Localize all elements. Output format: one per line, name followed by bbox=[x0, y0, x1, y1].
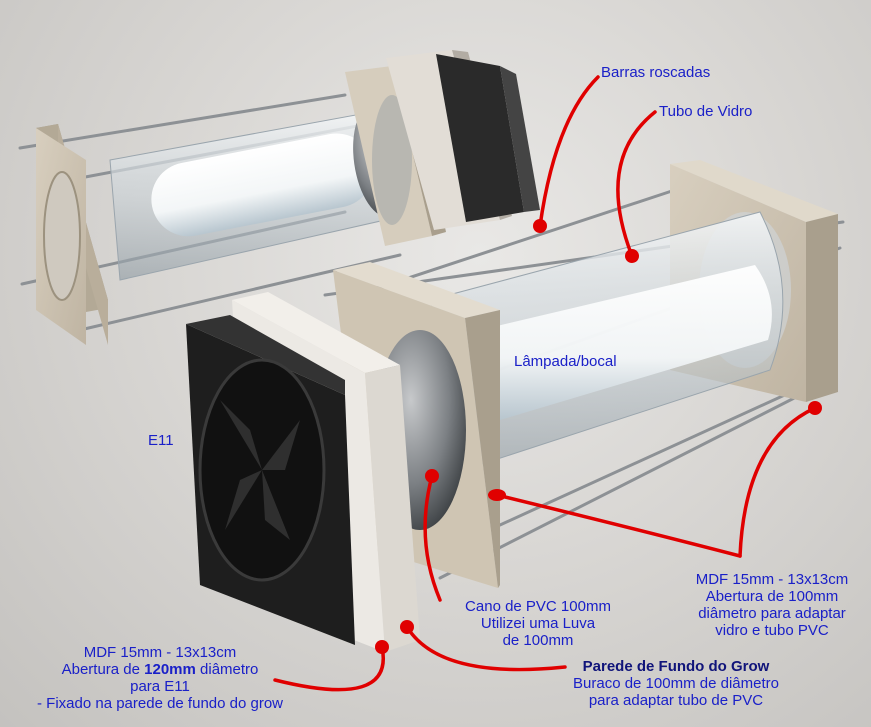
mdf-left-line-3: para E11 bbox=[130, 678, 190, 695]
parede-title: Parede de Fundo do Grow bbox=[582, 658, 770, 675]
fan-back-left bbox=[436, 54, 540, 222]
callout-lines bbox=[273, 75, 817, 692]
label-cano-pvc: Cano de PVC 100mm Utilizei uma Luva de 1… bbox=[448, 598, 628, 649]
cano-line-3: de 100mm bbox=[502, 632, 574, 649]
callout-dots bbox=[375, 219, 822, 654]
mdf-left-line-4: - Fixado na parede de fundo do grow bbox=[37, 695, 283, 712]
mdf-right-line-3: diâmetro para adaptar bbox=[698, 605, 846, 622]
mdf-left-line-2-bold: 120mm bbox=[144, 661, 196, 678]
glass-tube-right bbox=[429, 211, 784, 469]
label-tubo-de-vidro: Tubo de Vidro bbox=[659, 103, 753, 120]
mdf-right-line-4: vidro e tubo PVC bbox=[715, 622, 829, 639]
mdf-right-line-2: Abertura de 100mm bbox=[705, 588, 839, 605]
cano-line-1: Cano de PVC 100mm bbox=[465, 598, 611, 615]
label-barras-roscadas: Barras roscadas bbox=[601, 64, 711, 81]
label-parede-de-fundo: Parede de Fundo do Grow Buraco de 100mm … bbox=[556, 658, 796, 709]
label-mdf-right: MDF 15mm - 13x13cm Abertura de 100mm diâ… bbox=[676, 571, 868, 639]
label-e11: E11 bbox=[148, 432, 174, 449]
label-mdf-left: MDF 15mm - 13x13cm Abertura de 120mm diâ… bbox=[24, 644, 296, 712]
parede-line-3: para adaptar tubo de PVC bbox=[588, 692, 764, 709]
assembled-assembly bbox=[186, 160, 845, 652]
e11-fan bbox=[186, 315, 355, 645]
mdf-left-line-2-post: diâmetro bbox=[195, 661, 259, 678]
exploded-assembly bbox=[18, 50, 540, 345]
label-lampada-bocal: Lâmpada/bocal bbox=[514, 353, 617, 370]
mdf-plate-left bbox=[36, 124, 108, 345]
cano-line-2: Utilizei uma Luva bbox=[480, 615, 596, 632]
mdf-left-line-2: Abertura de 120mm diâmetro bbox=[24, 661, 296, 678]
parede-line-2: Buraco de 100mm de diâmetro bbox=[573, 675, 779, 692]
mdf-left-line-2-pre: Abertura de bbox=[61, 661, 145, 678]
mdf-right-line-1: MDF 15mm - 13x13cm bbox=[695, 571, 849, 588]
mdf-left-line-1: MDF 15mm - 13x13cm bbox=[83, 644, 237, 661]
